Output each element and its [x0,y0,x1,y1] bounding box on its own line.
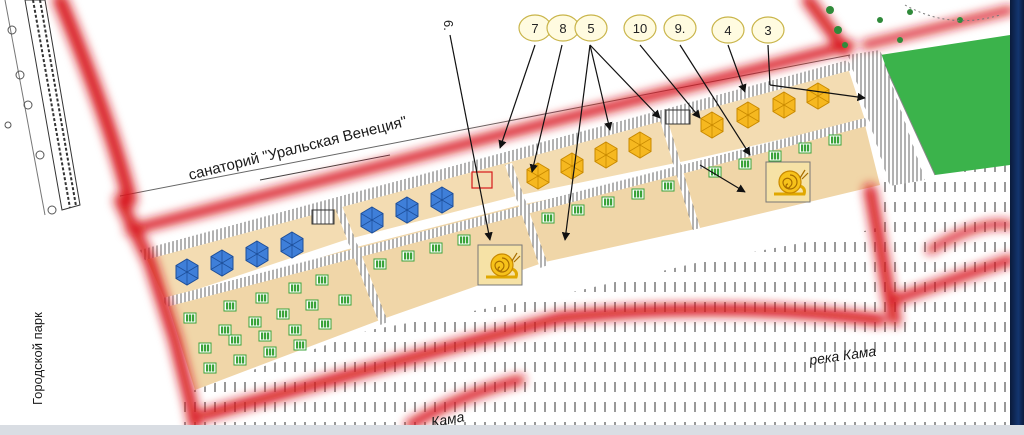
bench-icon [318,318,332,330]
bench-icon [768,150,782,162]
callout-10: 10 [623,14,657,42]
callout-7: 7 [518,14,552,42]
svg-text:5: 5 [587,21,594,36]
railway-line [4,0,81,216]
bench-icon [571,204,585,216]
bench-icon [601,196,615,208]
bench-icon [541,212,555,224]
bench-icon [263,346,277,358]
callout-8: 8 [546,14,580,42]
bench-icon [429,242,443,254]
shelter-marker [311,209,335,225]
divider-2 [505,163,548,268]
bench-icon [248,316,262,328]
divider-3 [660,118,700,230]
bench-icon [198,342,212,354]
bench-icon [293,339,307,351]
callout-6: 6. [441,20,456,31]
bench-icon [457,234,471,246]
bench-icon [276,308,290,320]
beach-upper-strip [145,68,865,300]
bench-icon [631,188,645,200]
bench-icon [828,134,842,146]
bench-icon [798,142,812,154]
bench-icon [203,362,217,374]
svg-text:10: 10 [633,21,647,36]
callout-leaders [449,34,866,241]
callout-9: 9. [663,14,697,42]
bench-icon [661,180,675,192]
beach-lower-strip [168,125,880,390]
snail-playground-icon [764,160,812,204]
boundary-red-lines [53,0,1015,431]
shelter-marker [665,109,691,125]
svg-text:3: 3 [764,23,771,38]
bench-icon [218,324,232,336]
crosswalk-stripes [848,50,925,186]
promenade-stripe-middle [163,118,867,307]
bench-icon [338,294,352,306]
callout-4: 4 [711,16,745,44]
bench-icon [401,250,415,262]
bench-icon [223,300,237,312]
bench-icon [738,158,752,170]
bench-icon [315,274,329,286]
bench-icon [183,312,197,324]
path-dotted [904,4,1001,22]
trees [826,6,963,48]
bench-icon [373,258,387,270]
frame-edge-bottom [0,425,1024,435]
bench-icon [288,282,302,294]
svg-text:4: 4 [724,23,731,38]
bench-icon [228,334,242,346]
svg-text:7: 7 [531,21,538,36]
city-park-label: Городской парк [30,312,45,405]
bench-icon [258,330,272,342]
snail-playground-icon [476,243,524,287]
frame-edge-right [1010,0,1024,435]
callout-5: 5 [574,14,608,42]
bench-icon [305,299,319,311]
bench-icon [233,354,247,366]
callout-3: 3 [751,16,785,44]
bench-icon [288,324,302,336]
kiosk-marker [471,171,493,189]
river-kama-lower-label: Кама [430,408,466,430]
svg-text:9.: 9. [675,21,686,36]
divider-1 [335,206,388,325]
bench-icon [255,292,269,304]
svg-text:8: 8 [559,21,566,36]
lawn-area [880,35,1010,175]
